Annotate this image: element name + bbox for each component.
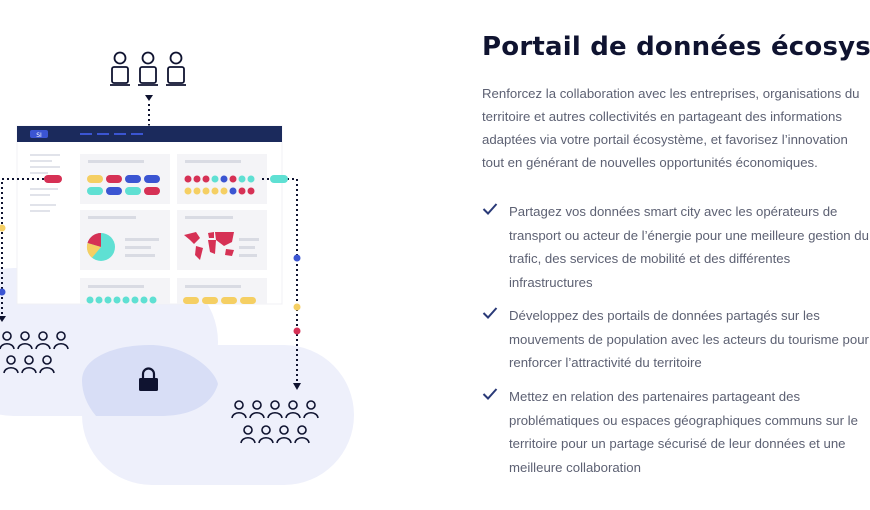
benefit-line: meilleure collaboration [509,459,641,475]
pie-chart-icon [86,232,115,261]
benefit-line: renforcer l’attractivité du territoire [509,355,702,370]
intro-line: tout en générant de nouvelles opportunit… [482,155,818,170]
benefit-line: problématiques ou espaces géographiques … [509,412,858,428]
data-flow-connectors [0,175,301,390]
intro-line: territoire et autres collectivités en pa… [482,109,842,124]
benefit-line: mouvements de population avec les acteur… [509,331,869,347]
user-group-left-icon [0,331,69,374]
benefit-text: Développez des portails de données parta… [509,304,869,375]
intro-line: Renforcez la collaboration avec les entr… [482,86,860,101]
world-map-icon [184,232,234,260]
text-column: Portail de données écosystème Renforcez … [482,0,870,510]
intro-line: adaptées via votre portail écosystème, e… [482,132,848,147]
lock-icon [139,367,158,391]
benefit-line: Mettez en relation des partenaires parta… [509,389,801,404]
user-group-top-icon [110,51,186,86]
check-icon [482,307,498,319]
portal-browser-window: SI [16,125,283,305]
intro-paragraph: Renforcez la collaboration avec les entr… [482,82,870,174]
ecosystem-illustration: SI [0,51,354,485]
check-icon [482,203,498,215]
benefit-text: Partagez vos données smart city avec les… [509,200,869,294]
page-title: Portail de données écosystème [482,32,870,62]
check-icon [482,388,498,400]
benefit-line: infrastructures [509,274,593,290]
benefit-text: Mettez en relation des partenaires parta… [509,385,858,479]
user-group-right-icon [231,400,319,444]
browser-top-bar [17,126,282,142]
benefit-line: territoire pour un partage sécurisé de l… [509,436,846,451]
benefit-line: Développez des portails de données parta… [509,308,820,323]
benefit-line: transport ou acteur de l’énergie pour un… [509,227,869,243]
benefit-line: trafic, des services de mobilité et des … [509,251,791,266]
browser-logo: SI [36,132,42,139]
arrow-down-icon [145,95,153,101]
benefit-line: Partagez vos données smart city avec les… [509,204,838,219]
